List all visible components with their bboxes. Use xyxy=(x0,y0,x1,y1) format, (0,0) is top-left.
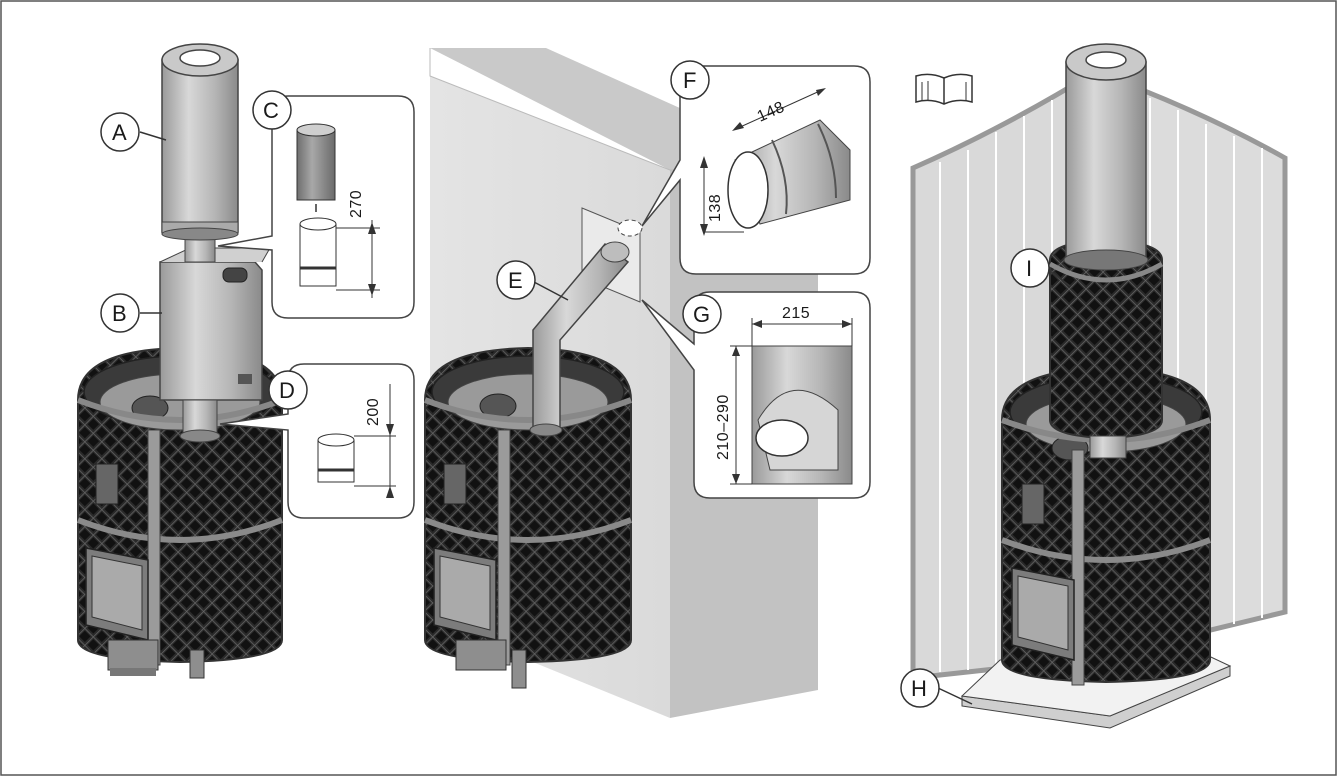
callout-h: H xyxy=(911,676,927,701)
detail-box-g xyxy=(641,291,871,499)
callout-b: B xyxy=(112,301,127,326)
stove-middle xyxy=(423,207,643,689)
callout-c: C xyxy=(263,98,279,123)
dim-d-height: 200 xyxy=(365,398,382,426)
callout-i: I xyxy=(1026,256,1032,281)
callout-a: A xyxy=(112,120,127,145)
detail-box-c xyxy=(217,95,415,319)
dim-c-height: 270 xyxy=(348,190,365,218)
stove-left xyxy=(76,43,284,679)
dim-g-height: 210–290 xyxy=(715,394,732,460)
manual-icon xyxy=(915,73,973,105)
dim-g-width: 215 xyxy=(782,305,810,322)
dim-f-diameter: 138 xyxy=(707,194,724,222)
callout-f: F xyxy=(683,68,696,93)
callout-g: G xyxy=(693,302,710,327)
detail-box-d xyxy=(219,363,415,519)
detail-box-f xyxy=(641,65,871,275)
callout-d: D xyxy=(279,378,295,403)
callout-e: E xyxy=(508,268,523,293)
stove-right xyxy=(960,43,1232,729)
